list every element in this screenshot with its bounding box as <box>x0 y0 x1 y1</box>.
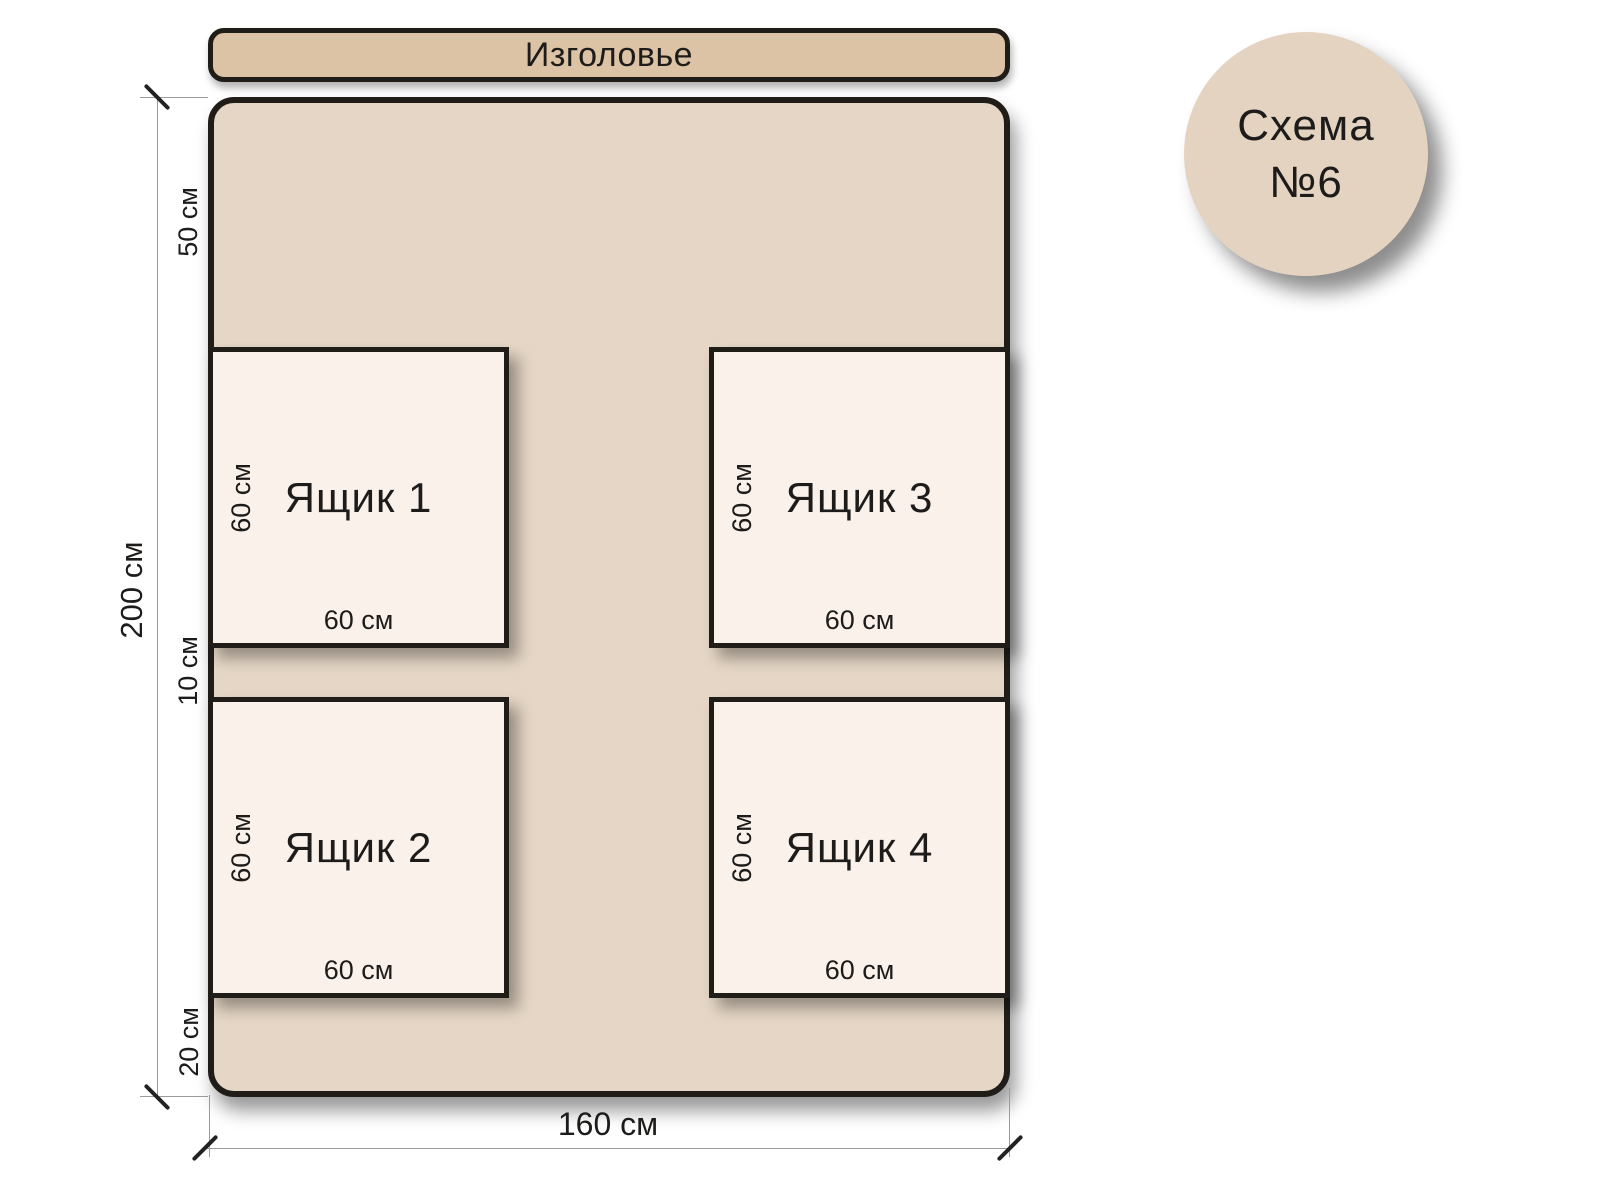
drawer-3-width-dim: 60 см <box>824 605 895 635</box>
drawer-1-height-dim: 60 см <box>226 462 256 533</box>
width-dimension-line <box>205 1148 1010 1149</box>
drawer-2-label: Ящик 2 <box>284 823 433 871</box>
headboard-label: Изголовье <box>524 35 694 74</box>
height-extension-line-top <box>140 97 208 98</box>
drawer-4: Ящик 4 60 см 60 см <box>709 697 1010 998</box>
drawer-3-label: Ящик 3 <box>785 473 934 521</box>
drawer-1-width-dim: 60 см <box>323 605 394 635</box>
height-extension-line-bottom <box>140 1096 208 1097</box>
drawer-2: Ящик 2 60 см 60 см <box>208 697 509 998</box>
scheme-number-badge: Схема №6 <box>1184 32 1428 276</box>
drawer-4-label: Ящик 4 <box>785 823 934 871</box>
width-extension-line-left <box>209 1095 210 1157</box>
drawer-4-height-dim: 60 см <box>727 812 757 883</box>
height-dimension-line <box>157 97 158 1097</box>
drawer-2-height-dim: 60 см <box>226 812 256 883</box>
segment-top-label: 50 см <box>173 187 203 257</box>
segment-bottom-label: 20 см <box>174 1007 204 1077</box>
segment-gap-label: 10 см <box>173 636 203 706</box>
total-width-label: 160 см <box>557 1106 659 1142</box>
drawer-1: Ящик 1 60 см 60 см <box>208 347 509 648</box>
total-height-label: 200 см <box>114 541 149 639</box>
drawer-1-label: Ящик 1 <box>284 473 433 521</box>
drawer-2-width-dim: 60 см <box>323 955 394 985</box>
drawer-3: Ящик 3 60 см 60 см <box>709 347 1010 648</box>
badge-line2: №6 <box>1269 158 1343 207</box>
width-extension-line-right <box>1009 1088 1010 1157</box>
drawer-4-width-dim: 60 см <box>824 955 895 985</box>
headboard-shape: Изголовье <box>208 28 1010 82</box>
drawer-3-height-dim: 60 см <box>727 462 757 533</box>
badge-line1: Схема <box>1237 100 1375 150</box>
